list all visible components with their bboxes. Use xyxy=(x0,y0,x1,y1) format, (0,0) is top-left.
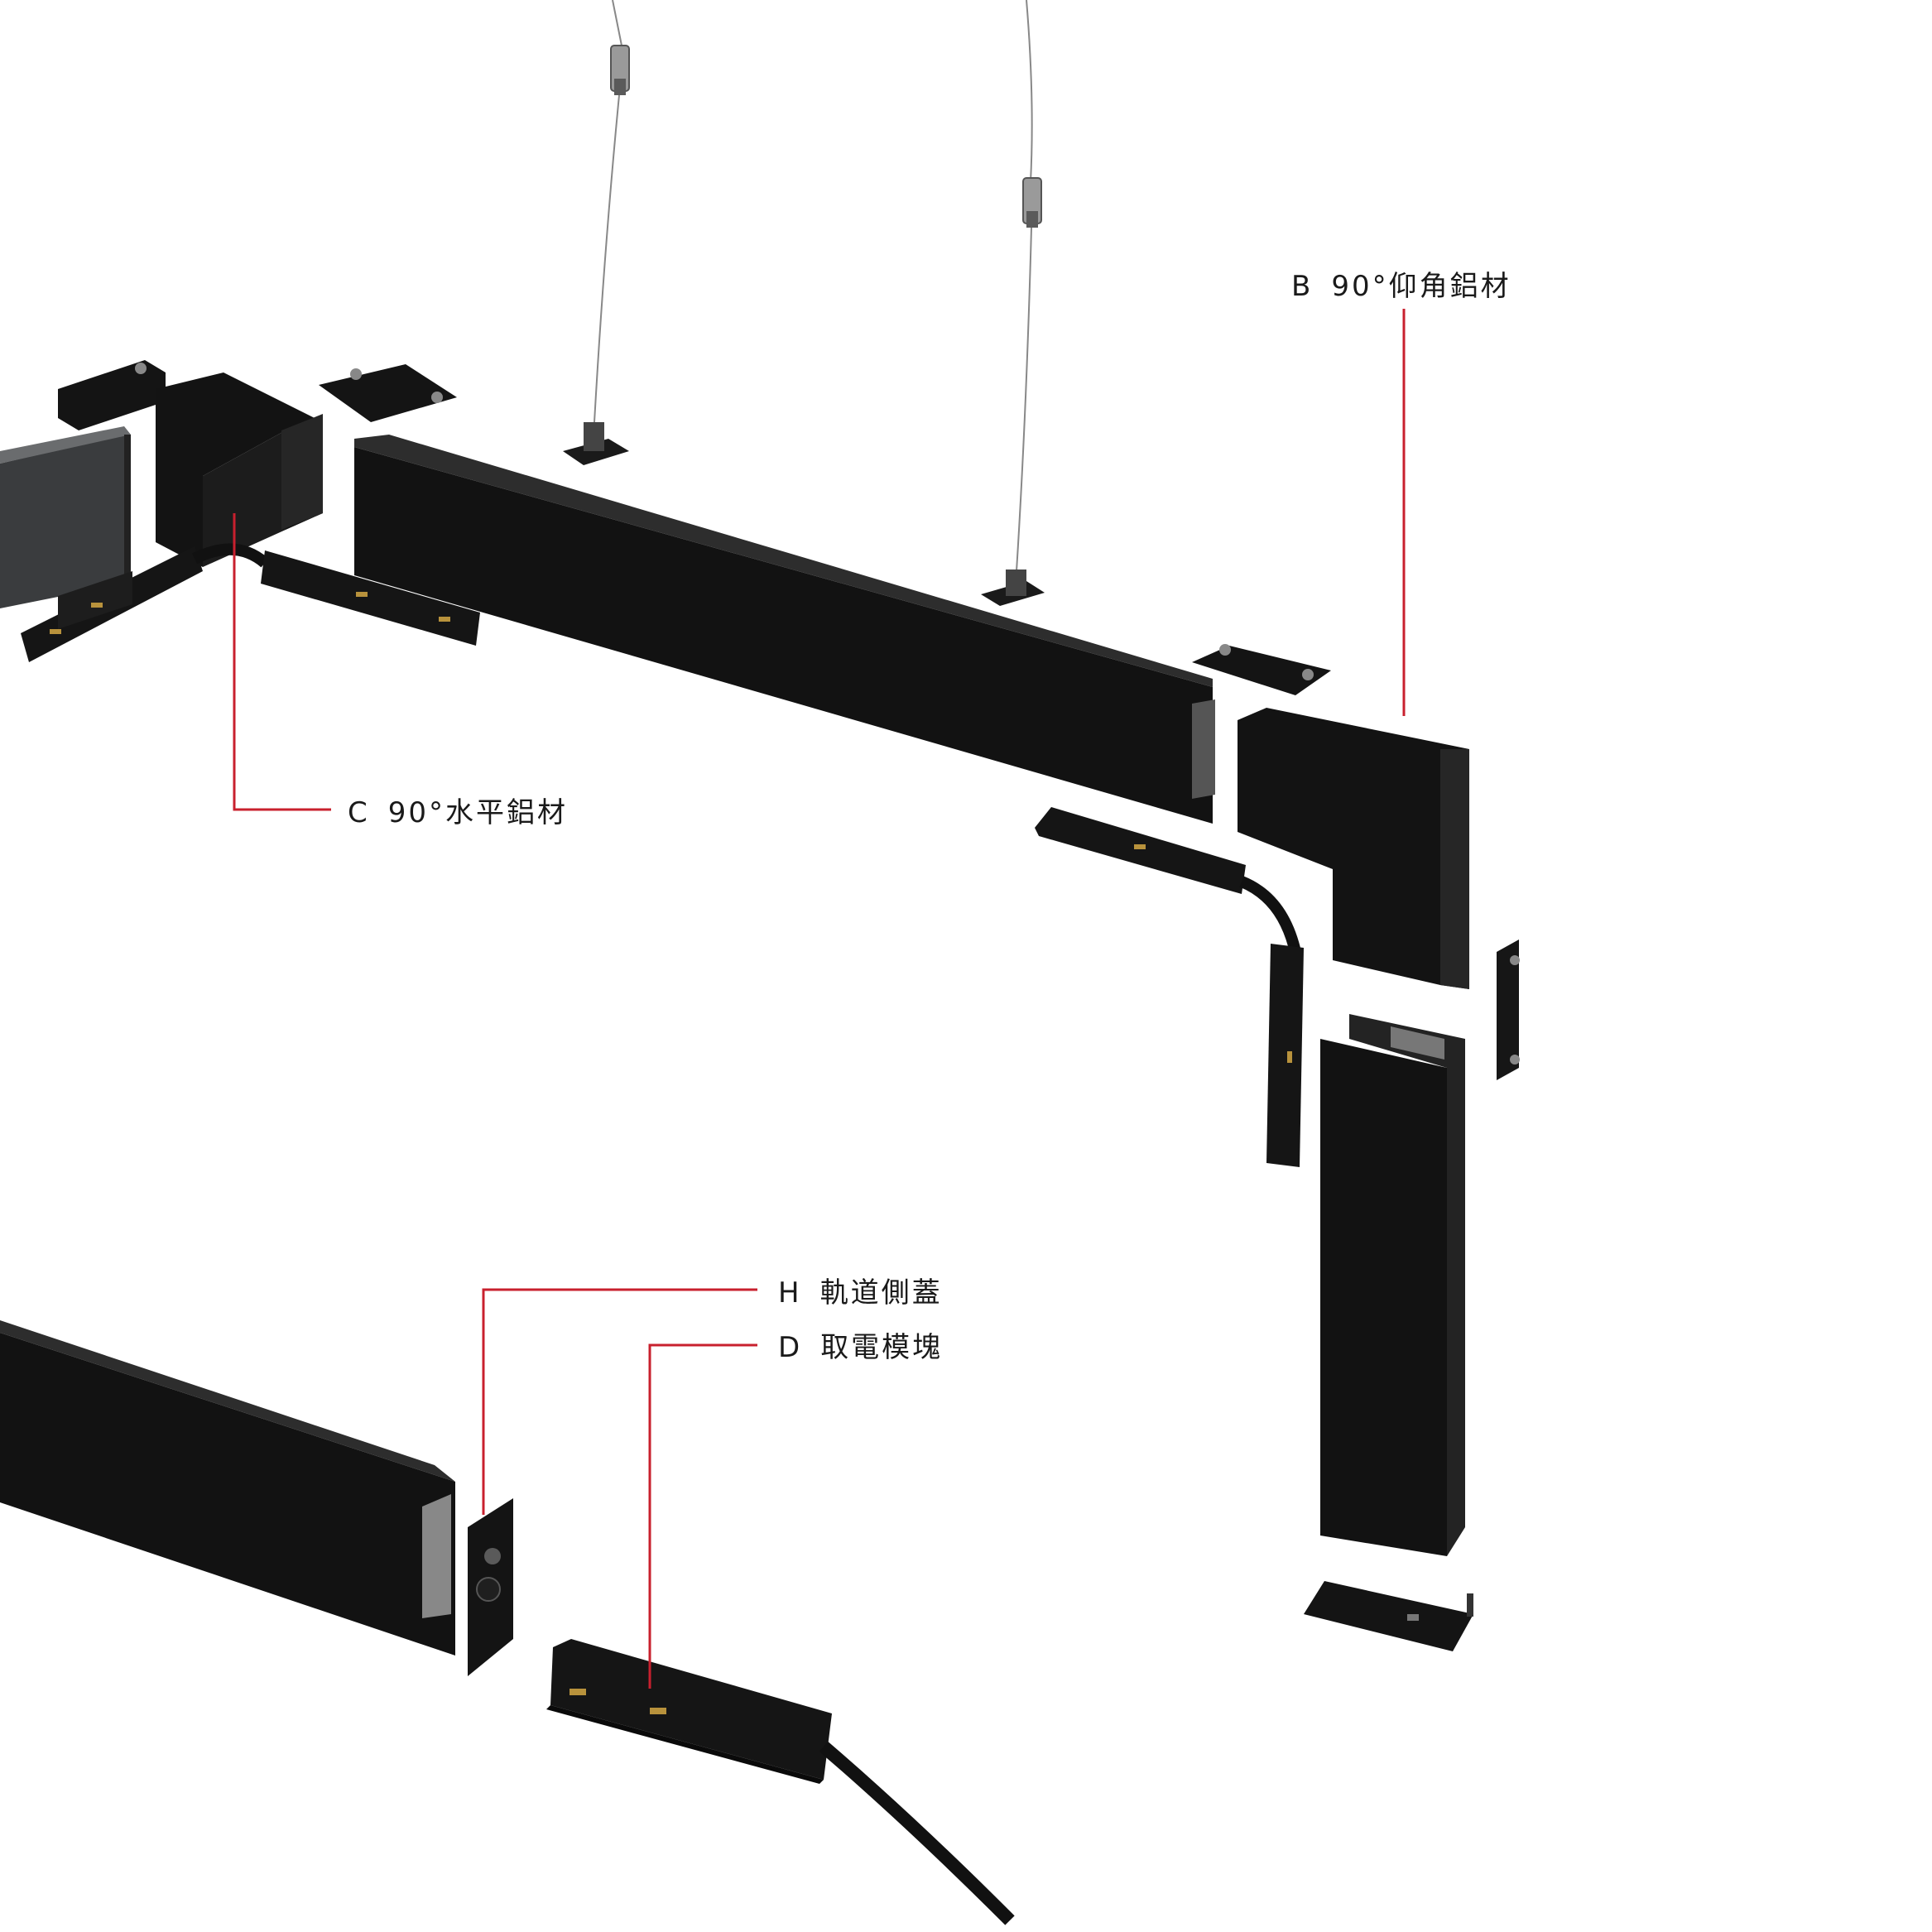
horizontal-corner-profile xyxy=(156,372,323,567)
power-feed-module xyxy=(546,1639,1015,1925)
callout-line-h xyxy=(482,1288,757,1515)
profile-segment-left xyxy=(0,426,131,608)
end-cap-plate-right xyxy=(1192,644,1331,695)
suspension-kit-right xyxy=(981,0,1045,606)
callout-label-b: B 90°仰角鋁材 xyxy=(1291,263,1511,304)
track-profile-bottom xyxy=(0,1320,455,1656)
callout-text-c: 90°水平鋁材 xyxy=(387,796,569,829)
end-cap-bottom xyxy=(1304,1581,1473,1651)
elevation-corner-profile xyxy=(1238,708,1469,989)
callout-code-h: H xyxy=(778,1276,802,1310)
track-profile-vertical xyxy=(1320,1014,1465,1556)
callout-label-c: C 90°水平鋁材 xyxy=(348,790,568,830)
suspension-kit-left xyxy=(563,0,630,465)
side-cap-right xyxy=(1497,940,1520,1080)
callout-label-d: D 取電模塊 xyxy=(778,1324,943,1365)
callout-text-b: 90°仰角鋁材 xyxy=(1331,270,1511,303)
callout-line-c xyxy=(233,513,331,811)
track-side-cover xyxy=(468,1498,513,1676)
callout-code-c: C xyxy=(348,796,370,829)
end-cap-plate xyxy=(58,360,457,430)
track-profile-top xyxy=(354,435,1215,824)
callout-code-b: B xyxy=(1291,270,1314,303)
corner-connector-left xyxy=(21,543,480,662)
corner-connector-right xyxy=(1035,807,1304,1167)
callout-label-h: H 軌道側蓋 xyxy=(778,1270,943,1310)
callout-text-d: 取電模塊 xyxy=(820,1331,944,1364)
callout-text-h: 軌道側蓋 xyxy=(819,1276,943,1310)
callout-line-d xyxy=(648,1343,757,1689)
callout-code-d: D xyxy=(778,1331,803,1364)
